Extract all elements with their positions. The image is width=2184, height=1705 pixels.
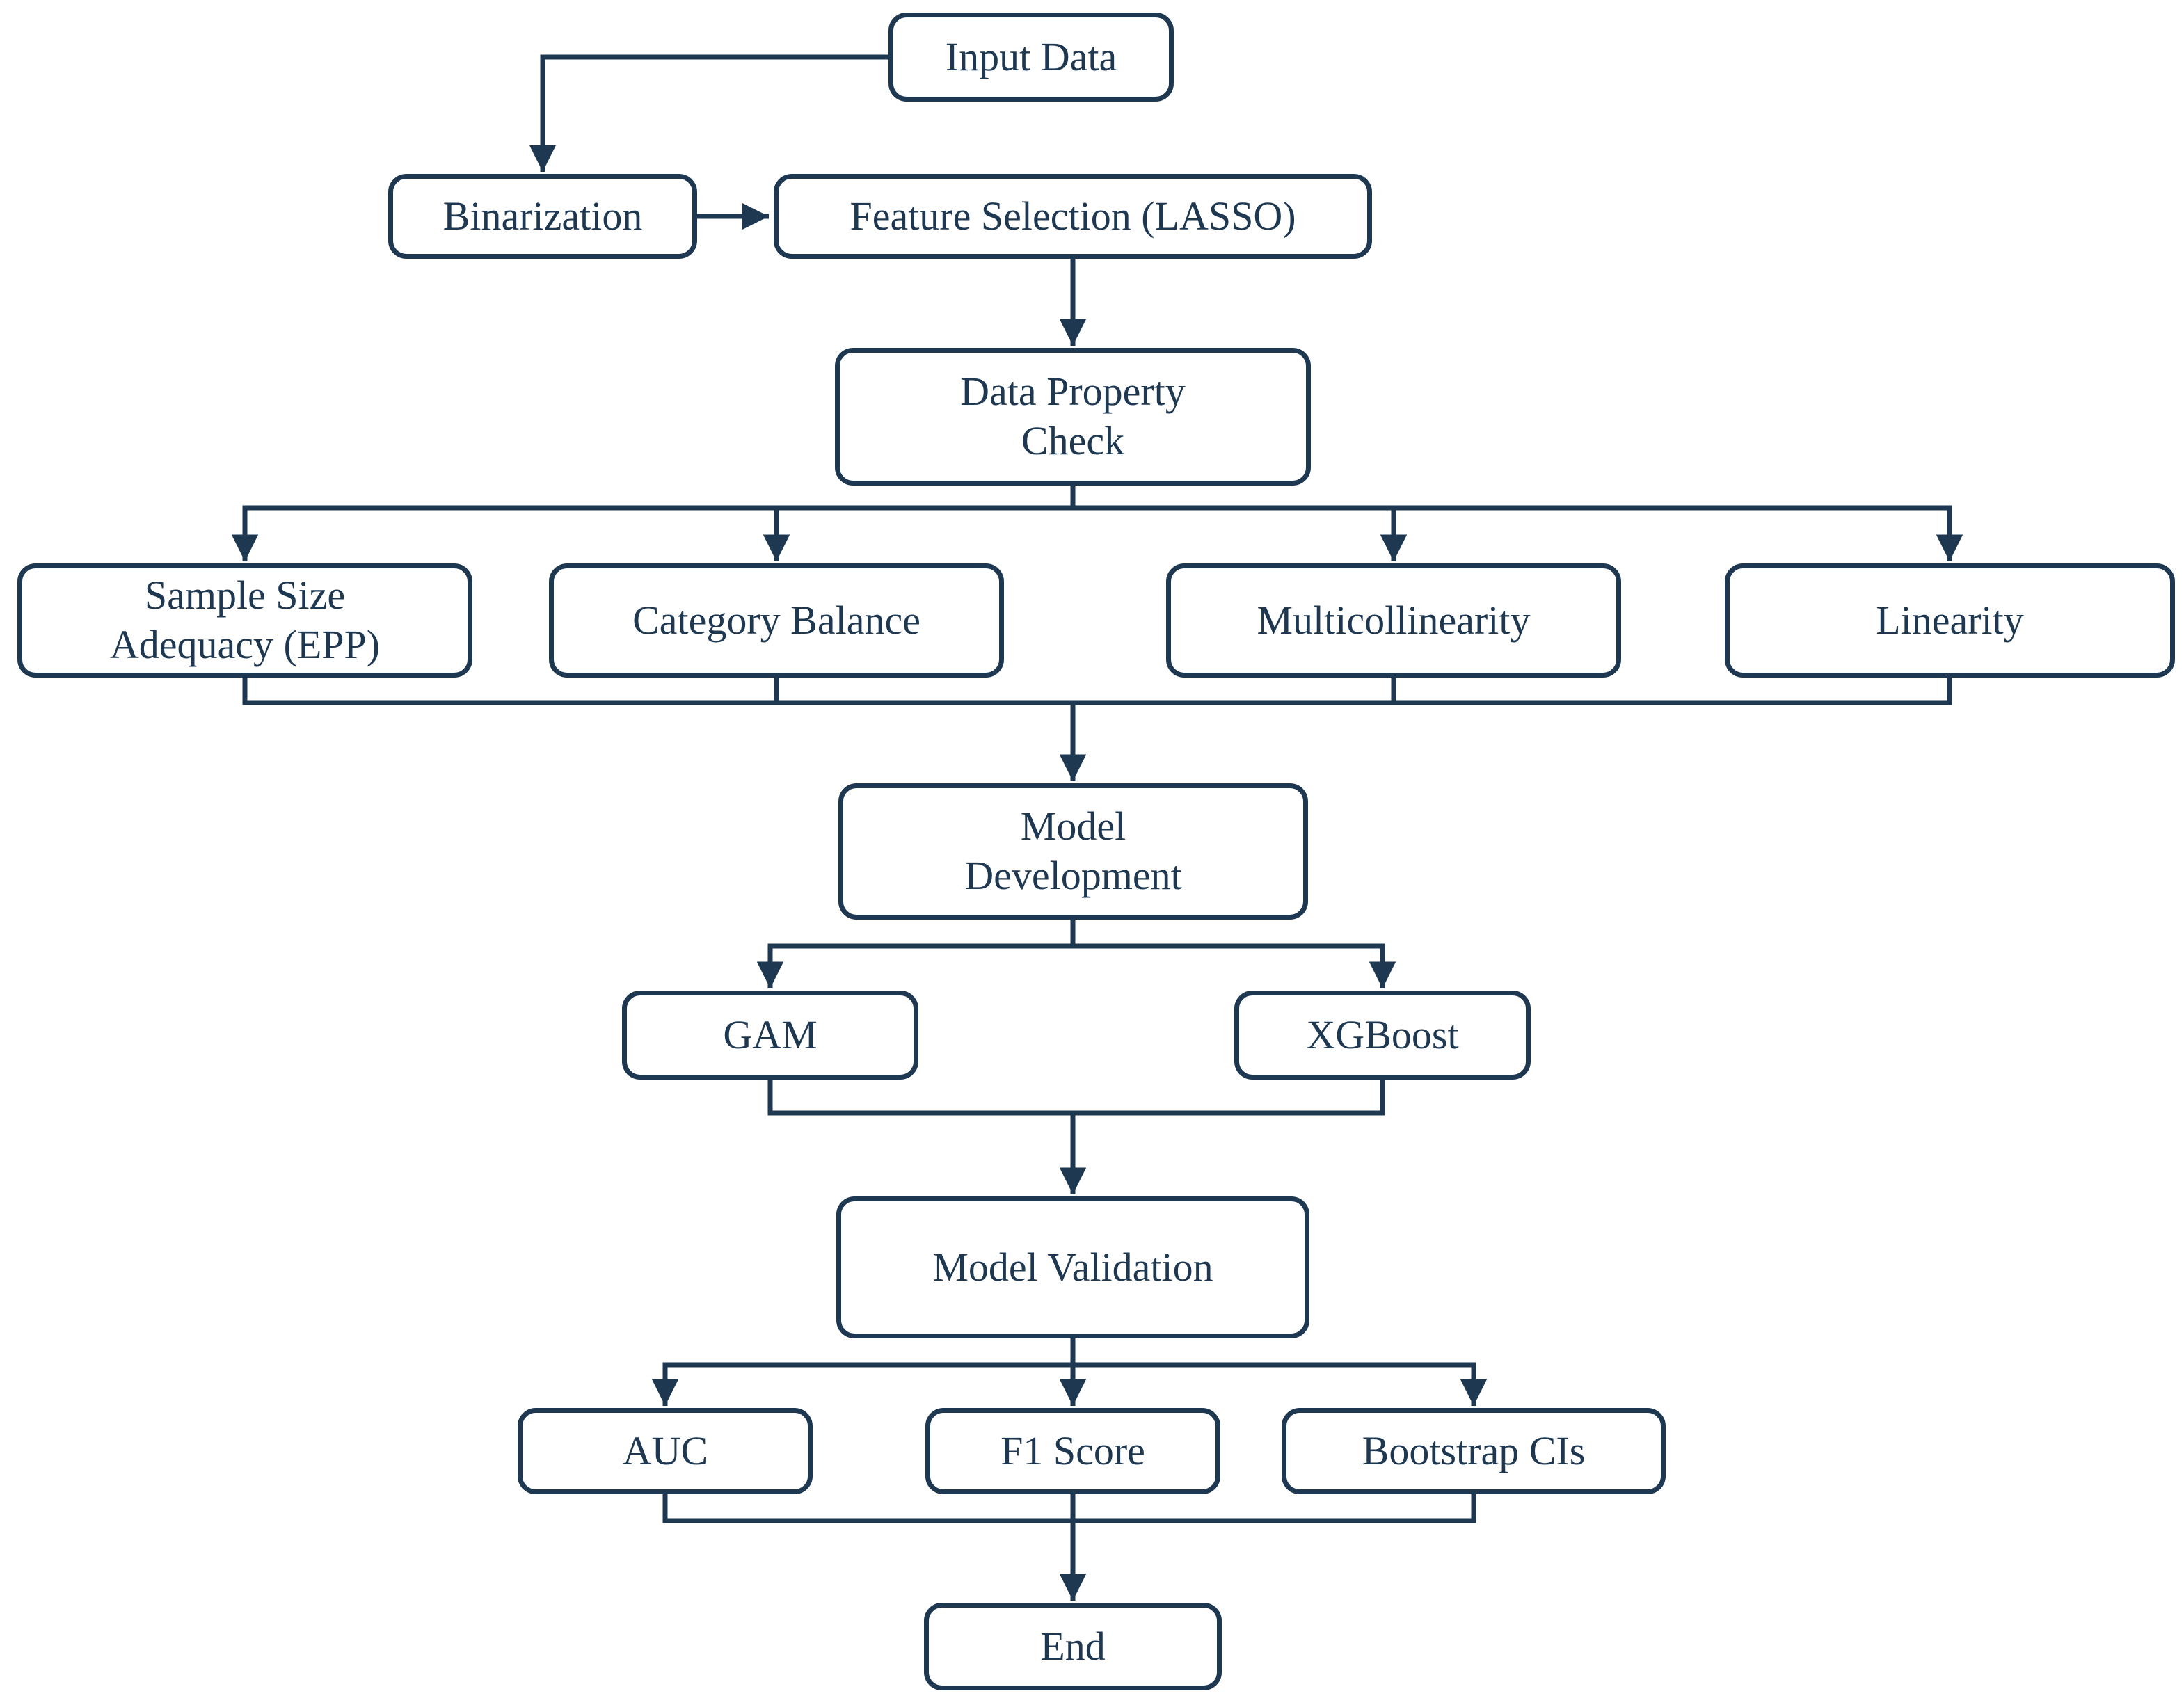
node-linearity-label: Linearity <box>1876 597 2024 643</box>
node-input-data-label: Input Data <box>945 33 1117 79</box>
node-gam-label: GAM <box>723 1011 818 1057</box>
node-data-property-check: Data Property Check <box>835 348 1311 486</box>
node-linearity: Linearity <box>1725 563 2175 678</box>
node-bootstrap-cis-label: Bootstrap CIs <box>1362 1427 1586 1473</box>
node-feature-selection-label: Feature Selection (LASSO) <box>850 193 1296 239</box>
node-sample-size-adequacy-label: Sample Size Adequacy (EPP) <box>109 573 381 667</box>
node-category-balance-label: Category Balance <box>632 597 920 643</box>
node-gam: GAM <box>622 991 918 1080</box>
node-model-development: Model Development <box>838 783 1308 920</box>
node-f1-score: F1 Score <box>925 1408 1220 1494</box>
node-multicollinearity: Multicollinearity <box>1166 563 1621 678</box>
node-model-validation: Model Validation <box>836 1196 1309 1338</box>
node-binarization: Binarization <box>388 174 697 259</box>
node-sample-size-adequacy: Sample Size Adequacy (EPP) <box>17 563 472 678</box>
node-feature-selection: Feature Selection (LASSO) <box>774 174 1372 259</box>
node-end: End <box>924 1603 1222 1690</box>
node-bootstrap-cis: Bootstrap CIs <box>1282 1408 1666 1494</box>
node-model-validation-label: Model Validation <box>932 1244 1213 1290</box>
node-input-data: Input Data <box>888 13 1174 102</box>
node-category-balance: Category Balance <box>549 563 1004 678</box>
node-xgboost-label: XGBoost <box>1306 1011 1459 1057</box>
node-multicollinearity-label: Multicollinearity <box>1257 597 1531 643</box>
node-model-development-label: Model Development <box>964 803 1182 898</box>
node-xgboost: XGBoost <box>1234 991 1531 1080</box>
edge-input-binarization <box>529 54 888 172</box>
node-f1-score-label: F1 Score <box>1001 1427 1145 1473</box>
node-binarization-label: Binarization <box>443 193 643 239</box>
node-data-property-check-label: Data Property Check <box>960 369 1186 463</box>
node-end-label: End <box>1040 1623 1106 1669</box>
node-auc-label: AUC <box>622 1427 708 1473</box>
node-auc: AUC <box>518 1408 813 1494</box>
